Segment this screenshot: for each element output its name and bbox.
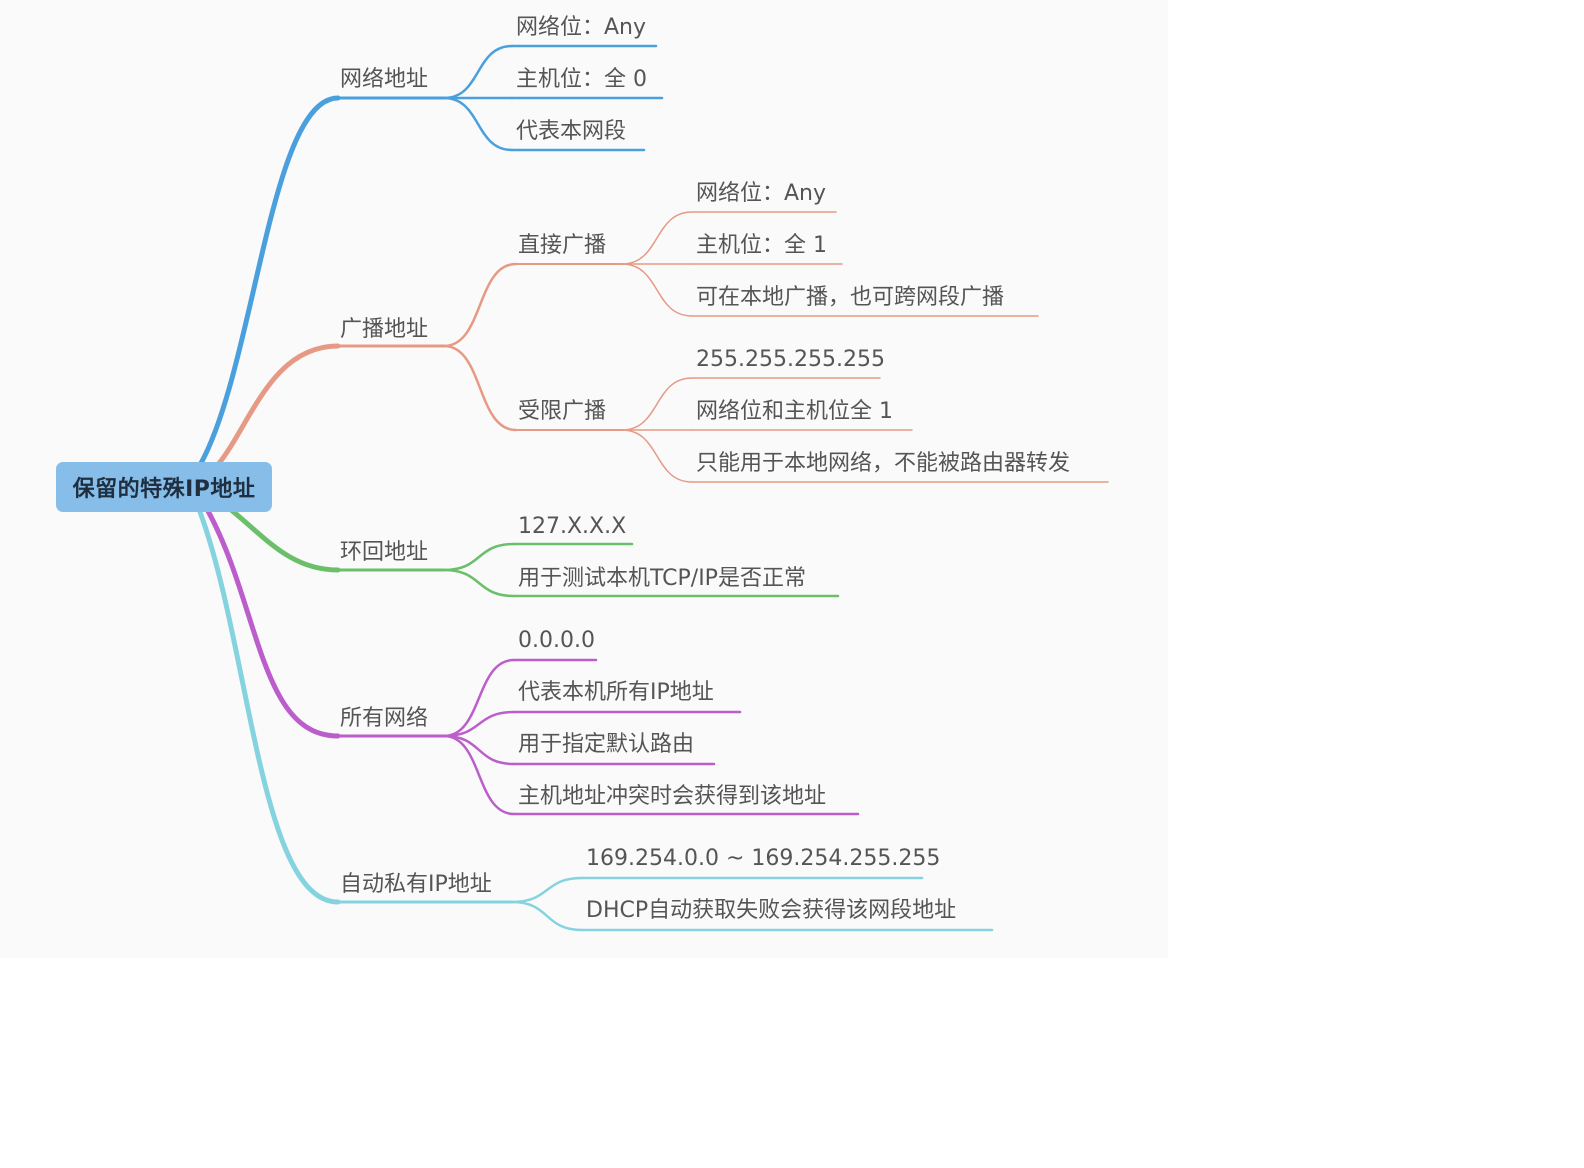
subtopic-default-route[interactable]: 用于指定默认路由 xyxy=(518,732,695,757)
subtopic-conflict[interactable]: 主机地址冲突时会获得到该地址 xyxy=(518,784,827,809)
branch-all-networks-connector xyxy=(442,734,516,766)
root-connector-apipa xyxy=(197,509,341,905)
connector-lines xyxy=(197,44,1109,932)
root-connector-loopback xyxy=(227,506,341,573)
branch-apipa-connector xyxy=(510,876,584,904)
branch-apipa-connector xyxy=(510,900,584,932)
topic-broadcast-address[interactable]: 广播地址 xyxy=(340,317,429,342)
branch-all-networks-connector xyxy=(442,658,516,738)
branch-network-connector xyxy=(442,96,514,152)
leaf-directed-connector xyxy=(621,211,693,265)
subtopic-all-local-ips[interactable]: 代表本机所有IP地址 xyxy=(518,680,714,705)
topic-all-networks[interactable]: 所有网络 xyxy=(340,706,429,731)
mindmap-canvas: 保留的特殊IP地址 网络地址 网络位：Any 主机位：全 0 代表本网段 广播地… xyxy=(56,15,1109,932)
branch-broadcast-connector xyxy=(442,262,518,348)
topic-loopback-address[interactable]: 环回地址 xyxy=(340,540,429,565)
branch-network-connector xyxy=(442,44,514,100)
leaf-limited-connector xyxy=(621,429,693,483)
subtopic-apipa-dhcp-fail[interactable]: DHCP自动获取失败会获得该网段地址 xyxy=(586,898,957,923)
branch-all-networks-connector xyxy=(442,734,516,816)
subtopic-apipa-range[interactable]: 169.254.0.0 ~ 169.254.255.255 xyxy=(586,846,941,871)
topic-apipa[interactable]: 自动私有IP地址 xyxy=(340,872,492,897)
root-connector-network xyxy=(197,95,341,468)
subtopic-all-zero[interactable]: 0.0.0.0 xyxy=(518,628,595,653)
leaf-limited-all-ones[interactable]: 网络位和主机位全 1 xyxy=(696,399,893,424)
root-connector-broadcast xyxy=(213,343,341,470)
leaf-directed-connector xyxy=(621,263,693,317)
subtopic-directed-broadcast[interactable]: 直接广播 xyxy=(518,233,607,258)
subtopic-network-bits-any[interactable]: 网络位：Any xyxy=(516,15,647,40)
leaf-directed-cross-segment[interactable]: 可在本地广播，也可跨网段广播 xyxy=(696,285,1005,310)
root-connector-all-networks xyxy=(205,508,341,739)
leaf-limited-connector xyxy=(621,377,693,431)
subtopic-limited-broadcast[interactable]: 受限广播 xyxy=(518,399,607,424)
topic-network-address[interactable]: 网络地址 xyxy=(340,67,429,92)
branch-loopback-connector xyxy=(442,542,516,572)
leaf-directed-host-one[interactable]: 主机位：全 1 xyxy=(696,233,827,258)
branch-all-networks-connector xyxy=(442,710,516,738)
leaf-limited-address[interactable]: 255.255.255.255 xyxy=(696,347,885,372)
subtopic-this-segment[interactable]: 代表本网段 xyxy=(516,119,627,144)
leaf-directed-network-any[interactable]: 网络位：Any xyxy=(696,181,827,206)
branch-loopback-connector xyxy=(442,568,516,598)
subtopic-host-bits-zero[interactable]: 主机位：全 0 xyxy=(516,67,647,92)
branch-broadcast-connector xyxy=(442,344,518,432)
subtopic-loopback-test[interactable]: 用于测试本机TCP/IP是否正常 xyxy=(518,566,806,591)
subtopic-loopback-range[interactable]: 127.X.X.X xyxy=(518,514,627,539)
leaf-limited-local-only[interactable]: 只能用于本地网络，不能被路由器转发 xyxy=(696,451,1071,476)
root-topic[interactable]: 保留的特殊IP地址 xyxy=(56,462,272,512)
